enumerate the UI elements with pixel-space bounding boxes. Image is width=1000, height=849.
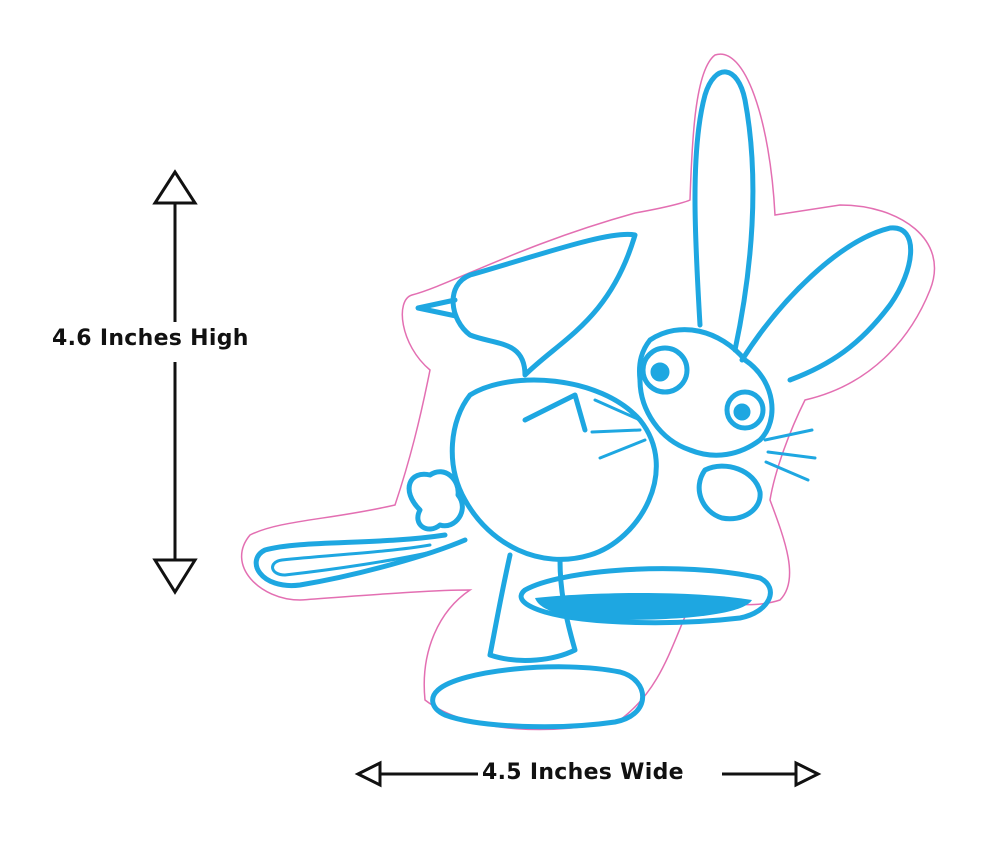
down-arrow-icon: [152, 558, 198, 595]
left-eye: [640, 345, 690, 395]
thumb: [415, 297, 459, 319]
right-eye: [724, 389, 766, 431]
raised-arm: [450, 231, 638, 378]
width-dimension-label: 4.5 Inches Wide: [482, 760, 684, 785]
whiskers-left: [590, 398, 647, 460]
height-dimension: [152, 169, 198, 595]
tail-streak: [253, 532, 468, 589]
right-pupil: [733, 403, 751, 421]
front-foot: [518, 566, 773, 626]
rabbit-outline: [253, 69, 914, 730]
tail-puff: [406, 469, 465, 532]
tail-streak-inner: [271, 543, 442, 577]
right-ear: [739, 225, 914, 383]
left-pupil: [650, 362, 670, 382]
foot-sole: [535, 593, 752, 620]
tall-ear: [692, 69, 756, 353]
belly-line: [522, 392, 588, 433]
height-dimension-label: 4.6 Inches High: [52, 326, 249, 351]
width-dimension: [354, 760, 822, 788]
cut-line: [240, 53, 936, 731]
right-arrow-icon: [794, 760, 822, 788]
hand: [696, 463, 763, 522]
rabbit-fills: [535, 593, 752, 620]
back-foot: [430, 664, 646, 730]
whiskers-right: [763, 428, 817, 482]
head: [637, 327, 775, 458]
